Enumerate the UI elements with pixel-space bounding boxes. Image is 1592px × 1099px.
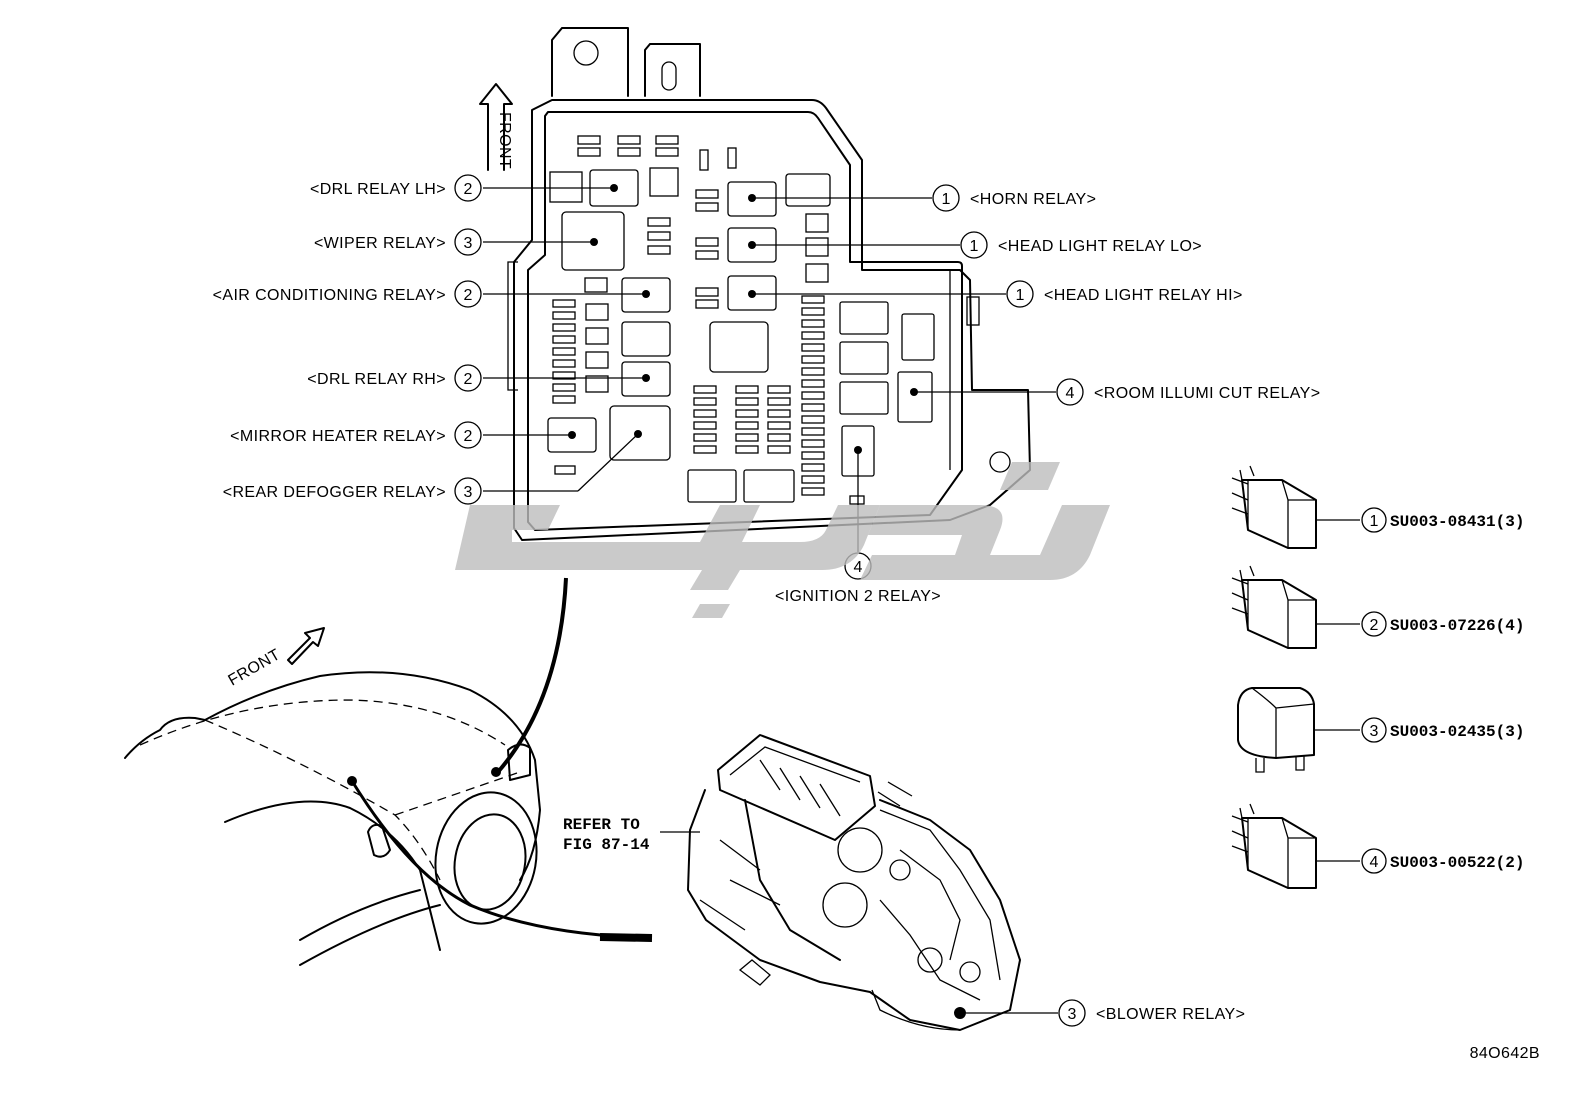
svg-text:4: 4 bbox=[1066, 385, 1075, 402]
svg-text:1: 1 bbox=[970, 238, 979, 255]
svg-text:2: 2 bbox=[464, 371, 473, 388]
front-arrow-icon bbox=[479, 83, 513, 171]
part-number-3: 3 SU003-02435(3) bbox=[1361, 717, 1524, 743]
part-number-4: 4 SU003-00522(2) bbox=[1361, 848, 1524, 874]
svg-text:3: 3 bbox=[464, 235, 473, 252]
callout-mirror-heater-relay: 2 <MIRROR HEATER RELAY> bbox=[230, 421, 482, 449]
relay-type-4-icon bbox=[1231, 803, 1360, 889]
callout-wiper-relay: 3 <WIPER RELAY> bbox=[314, 228, 482, 256]
leader-lines bbox=[483, 184, 1056, 552]
svg-text:<AIR CONDITIONING RELAY>: <AIR CONDITIONING RELAY> bbox=[213, 287, 446, 304]
svg-text:3: 3 bbox=[464, 484, 473, 501]
refer-to-note: REFER TO FIG 87-14 bbox=[563, 816, 700, 854]
svg-text:<BLOWER RELAY>: <BLOWER RELAY> bbox=[1096, 1006, 1245, 1023]
svg-text:2: 2 bbox=[464, 428, 473, 445]
callout-rear-defogger-relay: 3 <REAR DEFOGGER RELAY> bbox=[223, 477, 482, 505]
box-front-label: FRONT bbox=[496, 112, 513, 169]
svg-text:2: 2 bbox=[1370, 617, 1379, 634]
callout-drl-relay-lh: 2 <DRL RELAY LH> bbox=[310, 174, 482, 202]
svg-text:<WIPER RELAY>: <WIPER RELAY> bbox=[314, 235, 446, 252]
callout-room-illumi-cut-relay: 4 <ROOM ILLUMI CUT RELAY> bbox=[1056, 378, 1320, 406]
svg-text:FIG 87-14: FIG 87-14 bbox=[563, 836, 650, 854]
svg-text:<ROOM ILLUMI CUT RELAY>: <ROOM ILLUMI CUT RELAY> bbox=[1094, 385, 1320, 402]
svg-text:4: 4 bbox=[1370, 854, 1379, 871]
relay-type-3-icon bbox=[1237, 687, 1360, 773]
svg-text:1: 1 bbox=[1370, 513, 1379, 530]
svg-text:3: 3 bbox=[1068, 1006, 1077, 1023]
callout-blower-relay: 3 <BLOWER RELAY> bbox=[1058, 999, 1245, 1027]
svg-text:<MIRROR HEATER RELAY>: <MIRROR HEATER RELAY> bbox=[230, 428, 446, 445]
svg-text:<HEAD LIGHT RELAY LO>: <HEAD LIGHT RELAY LO> bbox=[998, 238, 1202, 255]
blower-unit-sketch bbox=[687, 734, 1021, 1031]
vehicle-front-label: FRONT bbox=[226, 646, 284, 689]
callout-air-conditioning-relay: 2 <AIR CONDITIONING RELAY> bbox=[213, 280, 482, 308]
callout-head-light-relay-hi: 1 <HEAD LIGHT RELAY HI> bbox=[1006, 280, 1243, 308]
svg-text:SU003-02435(3): SU003-02435(3) bbox=[1390, 723, 1524, 741]
vehicle-front-sketch bbox=[124, 577, 653, 966]
svg-text:2: 2 bbox=[464, 287, 473, 304]
svg-text:1: 1 bbox=[942, 191, 951, 208]
svg-text:<IGNITION 2 RELAY>: <IGNITION 2 RELAY> bbox=[775, 588, 941, 605]
svg-text:SU003-08431(3): SU003-08431(3) bbox=[1390, 513, 1524, 531]
callout-drl-relay-rh: 2 <DRL RELAY RH> bbox=[307, 364, 482, 392]
part-number-2: 2 SU003-07226(4) bbox=[1361, 611, 1524, 637]
vehicle-front-arrow-icon bbox=[287, 627, 325, 665]
callout-head-light-relay-lo: 1 <HEAD LIGHT RELAY LO> bbox=[960, 231, 1202, 259]
svg-text:4: 4 bbox=[854, 559, 863, 576]
watermark-logo bbox=[455, 462, 1110, 618]
svg-text:1: 1 bbox=[1016, 287, 1025, 304]
relay-type-2-icon bbox=[1231, 565, 1360, 649]
callout-horn-relay: 1 <HORN RELAY> bbox=[932, 184, 1096, 212]
part-number-1: 1 SU003-08431(3) bbox=[1361, 507, 1524, 533]
svg-text:<REAR DEFOGGER RELAY>: <REAR DEFOGGER RELAY> bbox=[223, 484, 446, 501]
figure-code: 84O642B bbox=[1470, 1045, 1540, 1062]
svg-text:SU003-07226(4): SU003-07226(4) bbox=[1390, 617, 1524, 635]
svg-text:3: 3 bbox=[1370, 723, 1379, 740]
svg-text:<HORN RELAY>: <HORN RELAY> bbox=[970, 191, 1096, 208]
svg-text:SU003-00522(2): SU003-00522(2) bbox=[1390, 854, 1524, 872]
svg-text:<DRL RELAY LH>: <DRL RELAY LH> bbox=[310, 181, 446, 198]
relay-box bbox=[507, 27, 1031, 541]
svg-text:REFER TO: REFER TO bbox=[563, 816, 640, 834]
svg-text:<DRL RELAY RH>: <DRL RELAY RH> bbox=[307, 371, 446, 388]
relay-type-1-icon bbox=[1231, 465, 1360, 549]
svg-text:<HEAD LIGHT RELAY HI>: <HEAD LIGHT RELAY HI> bbox=[1044, 287, 1243, 304]
svg-text:2: 2 bbox=[464, 181, 473, 198]
